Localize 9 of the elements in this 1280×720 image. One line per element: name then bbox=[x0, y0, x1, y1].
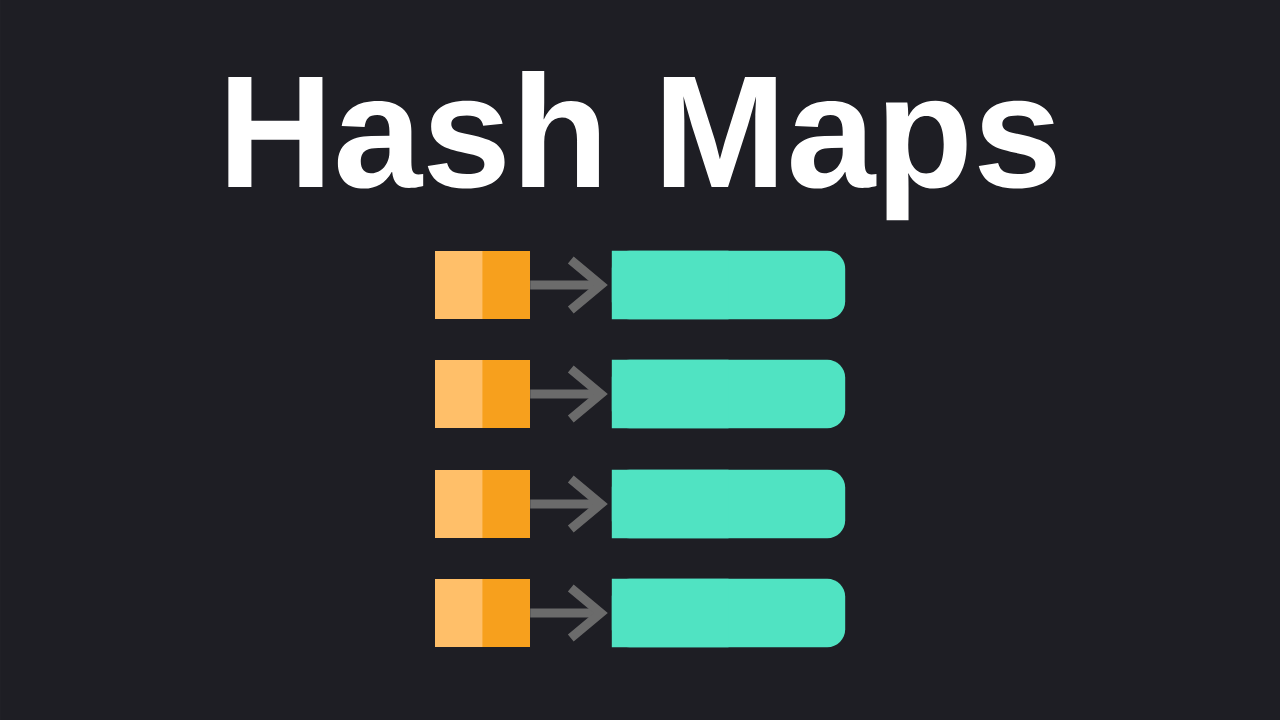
value-bar bbox=[611, 359, 846, 429]
value-bar bbox=[611, 469, 846, 539]
key-box bbox=[435, 251, 530, 319]
value-bar bbox=[611, 250, 846, 320]
title-text: Hash Maps bbox=[228, 71, 1056, 221]
value-bar bbox=[611, 578, 846, 648]
key-box bbox=[435, 470, 530, 538]
key-box bbox=[435, 360, 530, 428]
key-box bbox=[435, 579, 530, 647]
